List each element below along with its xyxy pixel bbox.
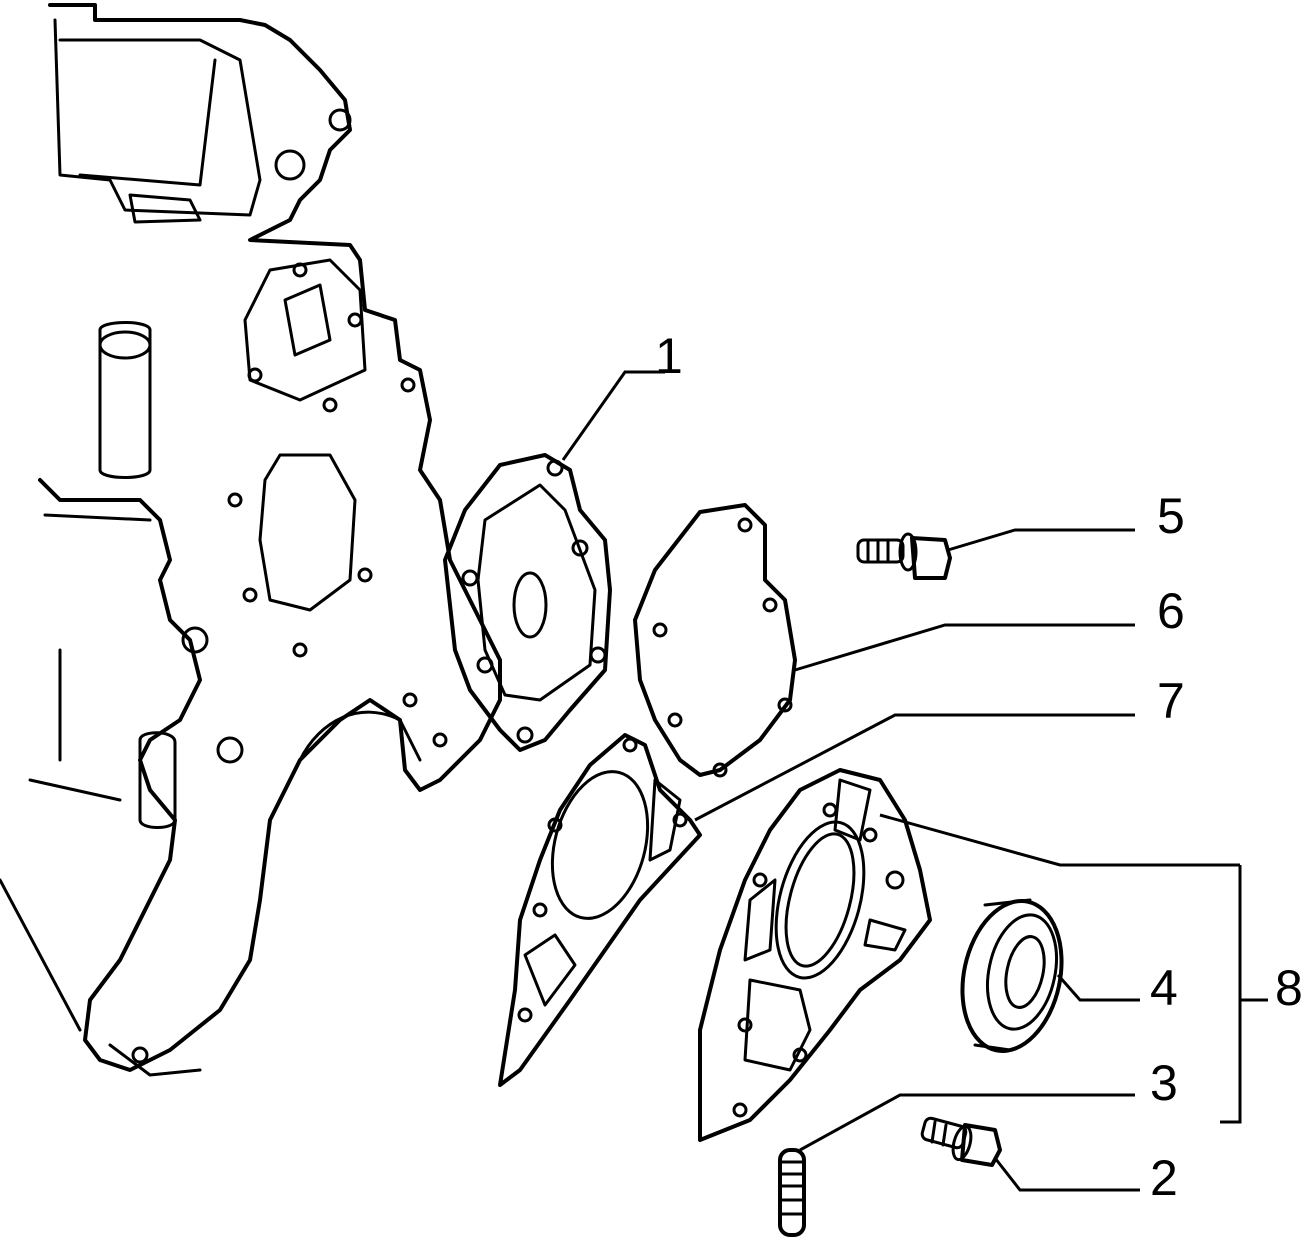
leader-8-bracket bbox=[1220, 865, 1242, 1124]
part-6-gasket bbox=[633, 503, 797, 778]
leader-lines bbox=[561, 370, 1268, 1192]
leader-6 bbox=[794, 623, 1135, 672]
callout-2: 2 bbox=[1150, 1150, 1178, 1206]
callout-5: 5 bbox=[1157, 488, 1185, 544]
engine-block bbox=[0, 3, 502, 1077]
part-7-gasket bbox=[498, 733, 702, 1087]
callout-1: 1 bbox=[655, 328, 683, 384]
part-2-bolt bbox=[920, 1116, 1002, 1167]
leader-1 bbox=[561, 370, 665, 461]
callout-labels: 1 5 6 7 8 4 3 2 bbox=[655, 328, 1303, 1206]
leader-8-top bbox=[879, 813, 1240, 867]
part-8-seal-carrier bbox=[698, 768, 932, 1142]
part-4-oil-seal bbox=[960, 898, 1064, 1054]
callout-4: 4 bbox=[1150, 960, 1178, 1016]
part-3-stud bbox=[778, 1148, 806, 1237]
leader-2 bbox=[993, 1157, 1140, 1192]
callout-3: 3 bbox=[1150, 1055, 1178, 1111]
part-5-bolt bbox=[856, 532, 952, 580]
callout-8: 8 bbox=[1275, 960, 1303, 1016]
leader-4 bbox=[1056, 974, 1140, 1002]
leader-7 bbox=[694, 713, 1135, 822]
callout-6: 6 bbox=[1157, 583, 1185, 639]
leader-3 bbox=[799, 1093, 1135, 1152]
part-1-cover-plate bbox=[443, 453, 612, 752]
leader-5 bbox=[947, 528, 1135, 552]
callout-7: 7 bbox=[1157, 673, 1185, 729]
